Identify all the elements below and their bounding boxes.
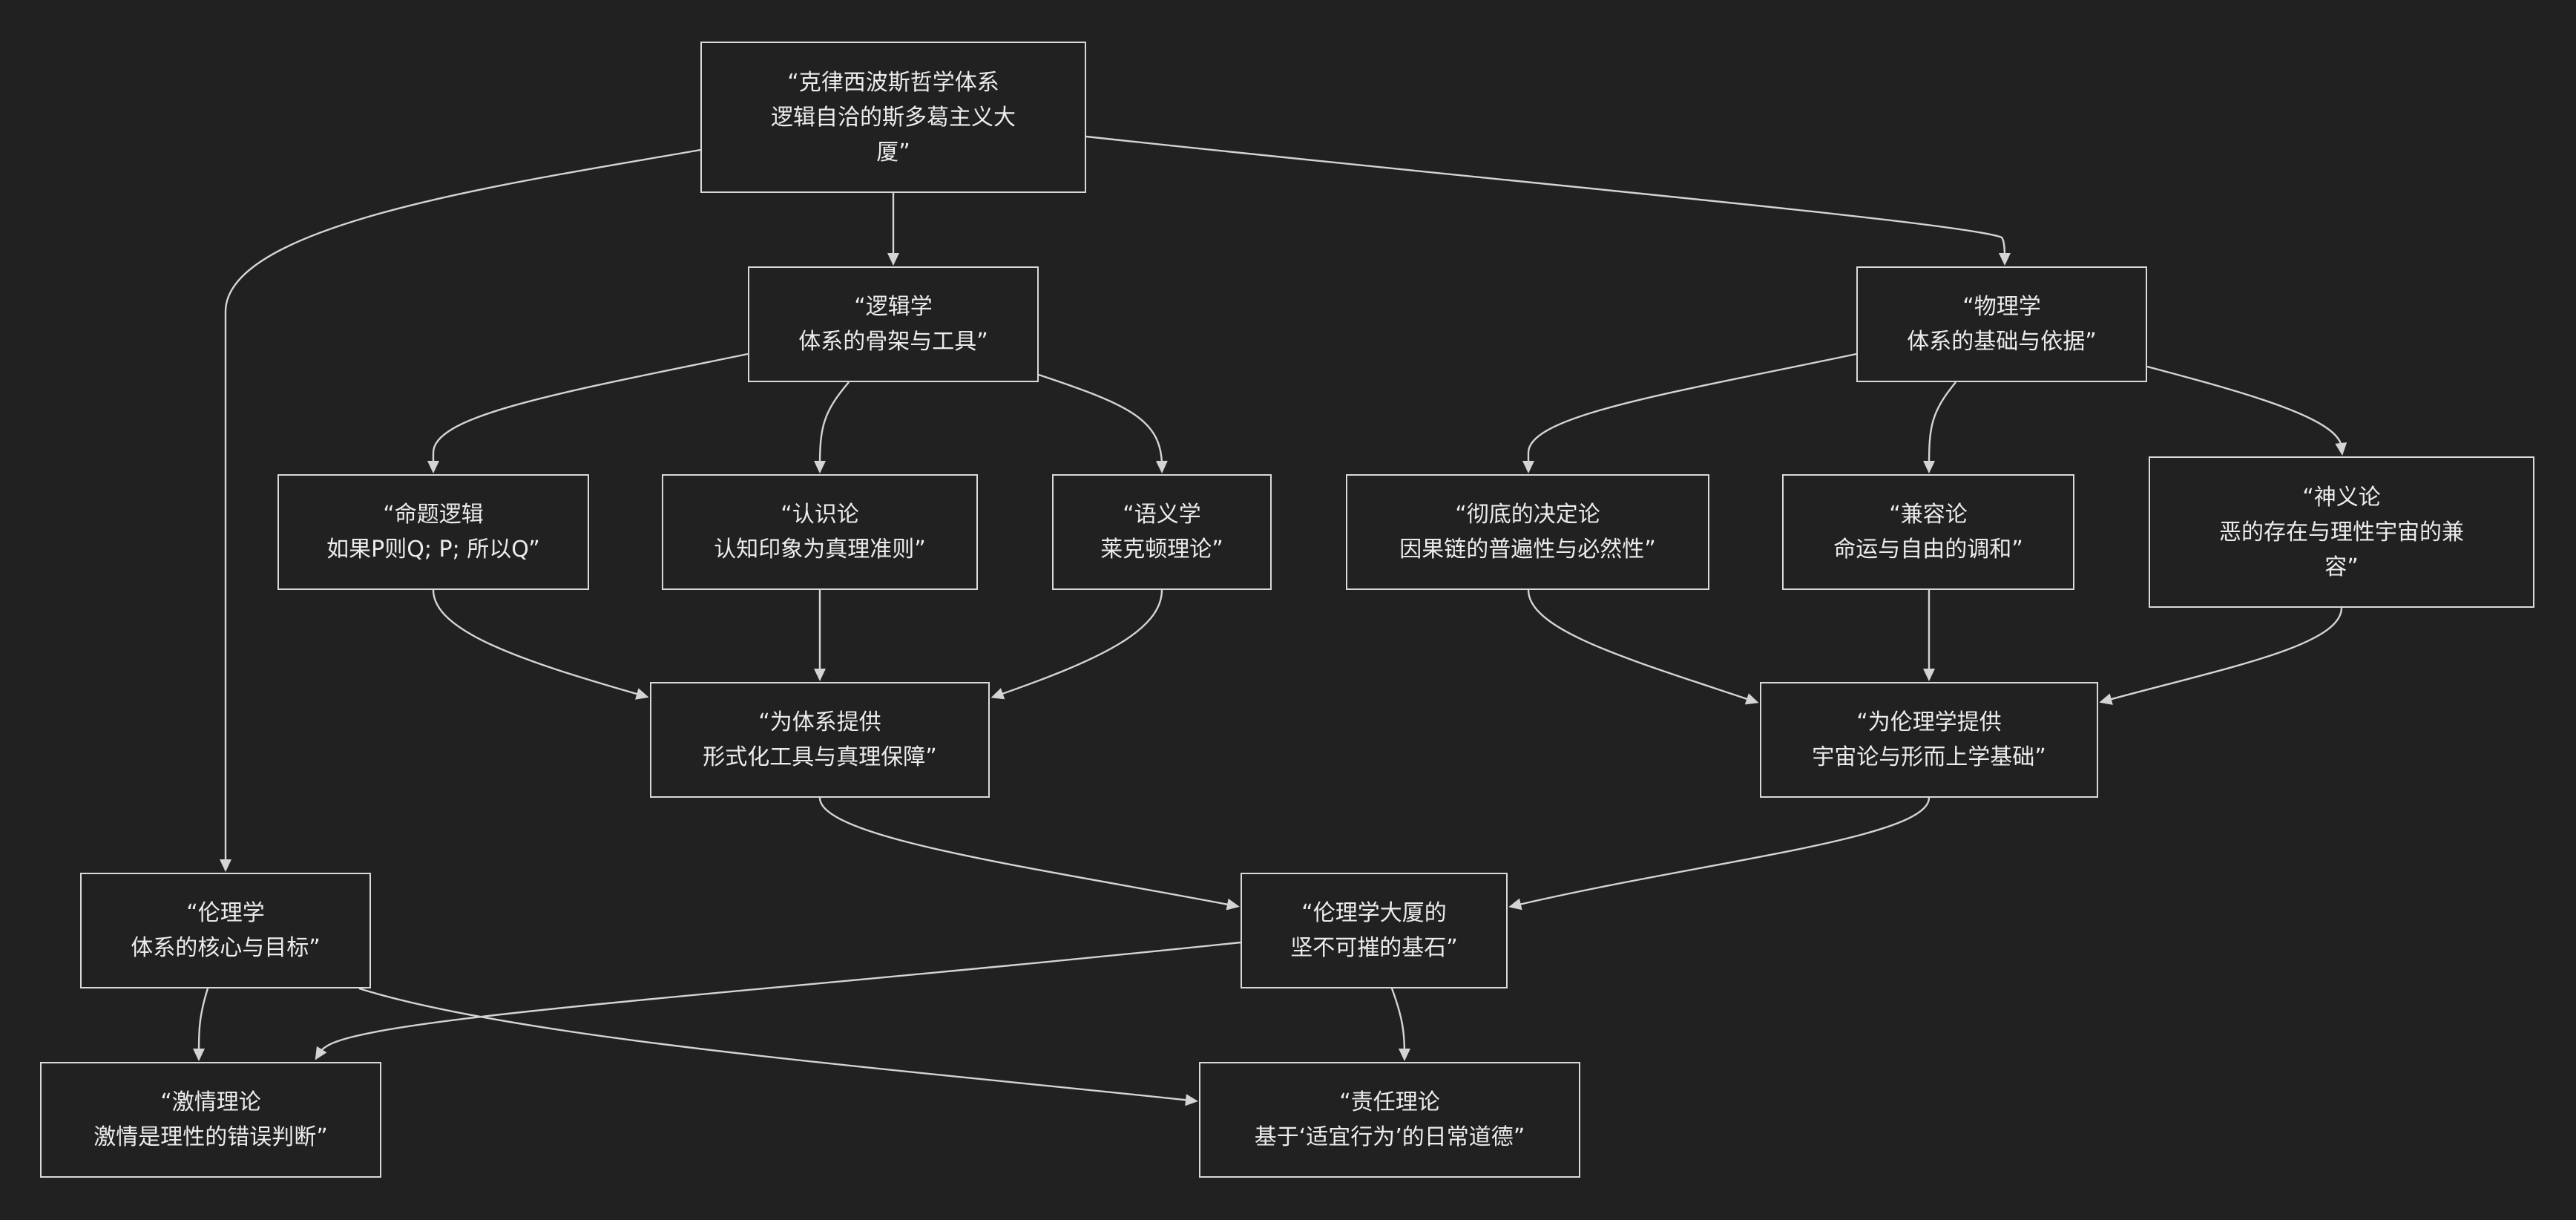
edge-root-to-physics [1085,135,2011,266]
edge-line [2106,607,2343,702]
node-cornerstone-label: “伦理学大厦的 坚不可摧的基石” [1290,900,1458,961]
edge-root-to-ethics [220,148,701,872]
arrowhead-icon [193,1048,206,1061]
arrowhead-icon [1508,898,1522,911]
arrowhead-icon [2099,693,2113,705]
node-physics-provides: “为伦理学提供 宇宙论与形而上学基础” [1760,682,2098,798]
node-duty: “责任理论 基于‘适宜行为’的日常道德” [1199,1062,1580,1178]
edge-line [1527,352,1857,466]
node-cornerstone: “伦理学大厦的 坚不可摧的基石” [1241,873,1508,988]
arrowhead-icon [427,461,439,473]
edge-line [818,381,850,467]
arrowhead-icon [887,253,899,266]
arrowhead-icon [814,669,826,681]
edge-line [1085,135,2006,259]
arrowhead-icon [1744,693,1759,705]
node-compatibilism: “兼容论 命运与自由的调和” [1782,474,2074,590]
node-determinism-label: “彻底的决定论 因果链的普遍性与必然性” [1399,502,1656,563]
node-theodicy: “神义论 恶的存在与理性宇宙的兼 容” [2149,456,2534,608]
node-ethics: “伦理学 体系的核心与目标” [80,873,371,988]
node-epistemology: “认识论 认知印象为真理准则” [662,474,978,590]
edge-logic-to-semantics [1038,373,1168,473]
arrowhead-icon [1155,460,1168,473]
edge-logic-to-propositional [427,352,749,473]
edge-physics-to-compatibilism [1923,381,1956,473]
edge-semantics-to-logic_provides [990,589,1163,700]
edge-root-to-logic [887,193,899,266]
edge-line [1527,589,1752,702]
edge-determinism-to-physics_provides [1527,589,1759,705]
edge-cornerstone-to-passions [315,941,1241,1060]
node-physics: “物理学 体系的基础与依据” [1856,266,2147,382]
arrowhead-icon [1923,669,1935,681]
arrowhead-icon [1923,460,1936,473]
arrowhead-icon [315,1046,327,1060]
edge-logic-to-epistemology [814,381,850,473]
node-propositional-logic-label: “命题逻辑 如果P则Q; P; 所以Q” [326,502,540,563]
arrowhead-icon [1522,461,1534,473]
node-root: “克律西波斯哲学体系 逻辑自洽的斯多葛主义大 厦” [700,42,1086,193]
edge-line [1038,373,1163,467]
arrowhead-icon [814,460,827,473]
arrowhead-icon [1398,1048,1410,1061]
edge-compatibilism-to-physics_provides [1923,590,1935,681]
edge-propositional-to-logic_provides [432,589,649,700]
edge-line [197,988,209,1055]
edge-cornerstone-to-duty [1390,988,1410,1061]
edge-physics-to-determinism [1522,352,1857,473]
edge-line [2146,365,2343,449]
arrowhead-icon [1185,1094,1198,1106]
edge-theodicy-to-physics_provides [2099,607,2343,705]
node-physics-provides-label: “为伦理学提供 宇宙论与形而上学基础” [1812,709,2046,770]
edge-line [432,589,643,697]
node-logic-provides: “为体系提供 形式化工具与真理保障” [650,682,990,798]
node-ethics-label: “伦理学 体系的核心与目标” [131,900,321,961]
edge-logic_provides-to-cornerstone [818,797,1240,911]
node-semantics: “语义学 莱克顿理论” [1052,474,1272,590]
arrowhead-icon [1226,898,1240,911]
node-theodicy-label: “神义论 恶的存在与理性宇宙的兼 容” [2219,484,2464,580]
arrowhead-icon [990,688,1005,700]
edge-line [1515,797,1931,907]
node-logic-label: “逻辑学 体系的骨架与工具” [798,294,988,355]
node-passions: “激情理论 激情是理性的错误判断” [40,1062,381,1178]
edge-epistemology-to-logic_provides [814,590,826,681]
arrowhead-icon [1998,252,2011,266]
edge-physics_provides-to-cornerstone [1508,797,1931,911]
arrowhead-icon [220,859,231,872]
node-determinism: “彻底的决定论 因果链的普遍性与必然性” [1346,474,1709,590]
node-passions-label: “激情理论 激情是理性的错误判断” [93,1089,328,1150]
node-semantics-label: “语义学 莱克顿理论” [1100,502,1223,563]
node-root-label: “克律西波斯哲学体系 逻辑自洽的斯多葛主义大 厦” [771,69,1016,165]
arrowhead-icon [2335,442,2347,456]
node-epistemology-label: “认识论 认知印象为真理准则” [714,502,926,563]
arrowhead-icon [635,688,649,700]
edge-line [997,589,1163,697]
edge-line [818,797,1233,907]
node-logic: “逻辑学 体系的骨架与工具” [748,266,1039,382]
edge-ethics-to-duty [358,987,1198,1106]
edge-line [318,941,1241,1055]
node-propositional-logic: “命题逻辑 如果P则Q; P; 所以Q” [277,474,589,590]
edge-physics-to-theodicy [2146,365,2347,456]
edge-ethics-to-passions [193,988,209,1061]
edge-line [432,352,749,466]
edge-line [224,148,701,865]
edge-line [1928,381,1956,467]
edge-line [358,987,1192,1102]
node-duty-label: “责任理论 基于‘适宜行为’的日常道德” [1254,1089,1525,1150]
node-physics-label: “物理学 体系的基础与依据” [1907,294,2097,355]
node-logic-provides-label: “为体系提供 形式化工具与真理保障” [703,709,937,770]
edge-line [1390,988,1406,1055]
node-compatibilism-label: “兼容论 命运与自由的调和” [1833,502,2023,563]
